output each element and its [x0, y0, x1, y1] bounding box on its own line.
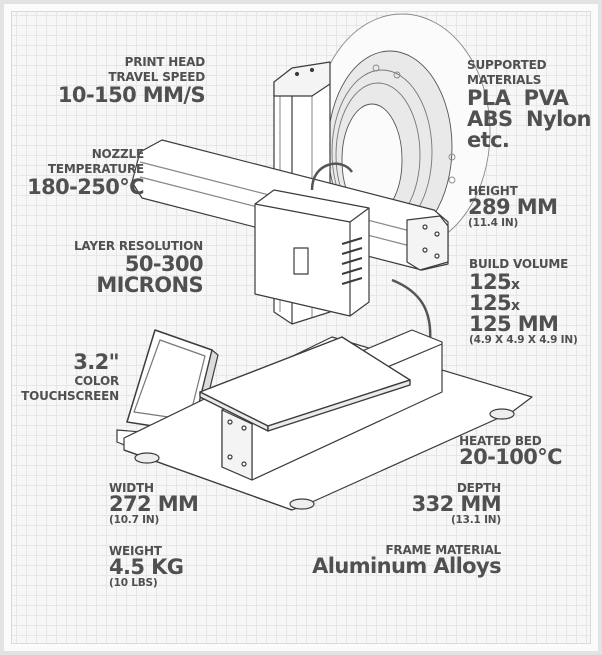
- materials-value-3: etc.: [467, 128, 510, 152]
- spec-build-volume: BUILD VOLUME 125x 125x 125 MM (4.9 X 4.9…: [469, 258, 578, 346]
- build-volume-dim-1: 125: [469, 270, 512, 294]
- extruder-head: [254, 189, 370, 317]
- build-volume-dim-3: 125 MM: [469, 312, 559, 336]
- outer-frame: PRINT HEAD TRAVEL SPEED 10-150 MM/S NOZZ…: [4, 4, 598, 651]
- spec-touchscreen: 3.2" COLOR TOUCHSCREEN: [21, 350, 120, 403]
- build-volume-label: BUILD VOLUME: [469, 257, 569, 271]
- travel-speed-label-2: TRAVEL SPEED: [108, 70, 205, 84]
- depth-value: 332 MM: [411, 492, 502, 516]
- spec-height: HEIGHT 289 MM (11.4 IN): [468, 184, 558, 229]
- materials-label-2: MATERIALS: [467, 73, 542, 87]
- frame-material-label: FRAME MATERIAL: [385, 543, 501, 557]
- spec-weight: WEIGHT 4.5 KG (10 LBS): [109, 544, 184, 589]
- materials-label-1: SUPPORTED: [467, 58, 547, 72]
- nozzle-temp-label-2: TEMPERATURE: [47, 162, 144, 176]
- travel-speed-label-1: PRINT HEAD: [124, 55, 206, 69]
- layer-resolution-label: LAYER RESOLUTION: [73, 239, 203, 253]
- weight-label: WEIGHT: [109, 544, 162, 558]
- depth-sub: (13.1 IN): [450, 514, 501, 526]
- travel-speed-value: 10-150 MM/S: [57, 83, 206, 107]
- heated-bed-label: HEATED BED: [459, 434, 542, 448]
- filament-tube: [310, 162, 354, 191]
- blueprint-grid: PRINT HEAD TRAVEL SPEED 10-150 MM/S NOZZ…: [11, 11, 591, 644]
- build-volume-dim-2: 125: [469, 291, 512, 315]
- height-label: HEIGHT: [468, 184, 518, 198]
- frame-material-value: Aluminum Alloys: [312, 554, 501, 578]
- build-volume-x-2: x: [511, 298, 520, 314]
- materials-value-2: ABS Nylon: [467, 107, 591, 131]
- spec-nozzle-temperature: NOZZLE TEMPERATURE 180-250°C: [27, 147, 145, 199]
- touchscreen-label-1: COLOR: [74, 374, 119, 388]
- width-label: WIDTH: [109, 481, 154, 495]
- height-value: 289 MM: [468, 195, 558, 219]
- layer-resolution-value-2: MICRONS: [96, 273, 203, 297]
- touchscreen-label-2: TOUCHSCREEN: [21, 389, 119, 403]
- spec-frame-material: FRAME MATERIAL Aluminum Alloys: [312, 544, 501, 577]
- build-volume-sub: (4.9 X 4.9 X 4.9 IN): [469, 334, 578, 346]
- heated-bed-value: 20-100°C: [459, 445, 562, 469]
- weight-value: 4.5 KG: [109, 555, 184, 579]
- spec-travel-speed: PRINT HEAD TRAVEL SPEED 10-150 MM/S: [57, 55, 206, 107]
- build-volume-x-1: x: [511, 277, 520, 293]
- spec-width: WIDTH 272 MM (10.7 IN): [109, 481, 199, 526]
- spec-materials: SUPPORTED MATERIALS PLA PVA ABS Nylon et…: [467, 58, 591, 152]
- layer-resolution-value-1: 50-300: [124, 252, 204, 276]
- heated-bed-plate: [199, 336, 411, 432]
- touchscreen-size: 3.2": [73, 350, 119, 374]
- nozzle-temp-value: 180-250°C: [27, 175, 145, 199]
- depth-label: DEPTH: [456, 481, 501, 495]
- spec-heated-bed: HEATED BED 20-100°C: [459, 435, 562, 468]
- weight-sub: (10 LBS): [109, 577, 158, 589]
- width-value: 272 MM: [109, 492, 199, 516]
- 3d-printer-illustration: [116, 13, 533, 511]
- materials-value-1: PLA PVA: [467, 86, 569, 110]
- height-sub: (11.4 IN): [468, 217, 519, 229]
- nozzle-temp-label-1: NOZZLE: [91, 147, 144, 161]
- width-sub: (10.7 IN): [109, 514, 160, 526]
- spec-depth: DEPTH 332 MM (13.1 IN): [411, 481, 502, 526]
- spec-layer-resolution: LAYER RESOLUTION 50-300 MICRONS: [73, 239, 204, 297]
